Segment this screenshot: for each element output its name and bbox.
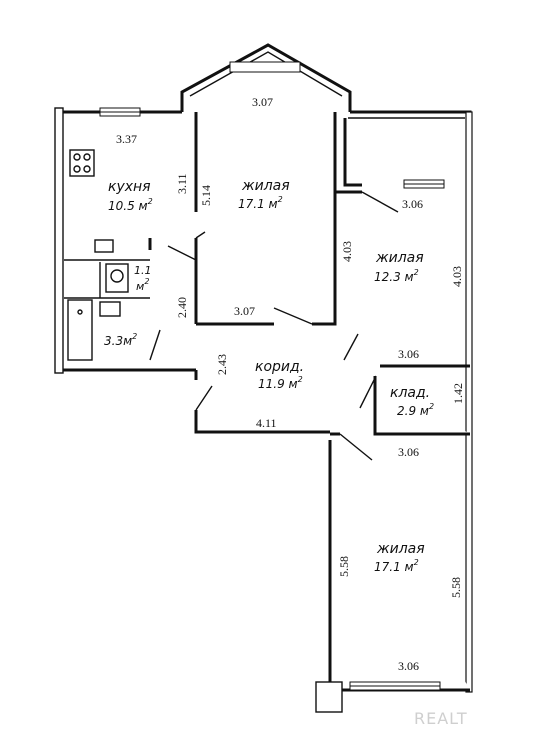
door-entrance [195, 385, 213, 411]
dim-living3-left: 5.58 [337, 556, 351, 577]
column-bottom [315, 681, 343, 713]
toilet-icon [105, 263, 129, 293]
living2-name: жилая [375, 250, 424, 266]
dim-kitchen-width: 3.37 [116, 132, 137, 146]
living3-name: жилая [376, 541, 425, 557]
wall-left-outer [54, 107, 64, 374]
storage-name: клад. [390, 385, 430, 401]
wc-unit: м2 [136, 277, 149, 293]
dim-living3-right: 5.58 [449, 577, 463, 598]
doors [149, 191, 399, 461]
wall-right-outer [465, 111, 473, 693]
door-living1-a [195, 231, 206, 239]
bay-window-inner [189, 51, 343, 97]
room-labels: кухня 10.5 м2 жилая 17.1 м2 жилая 12.3 м… [104, 178, 434, 574]
dim-kitchen-depth: 3.11 [175, 173, 189, 194]
door-storage [359, 375, 377, 409]
corridor-name: корид. [255, 359, 304, 375]
wall-corridor-bottom [194, 410, 330, 434]
kitchen-name: кухня [108, 179, 151, 195]
window-bay [229, 61, 301, 73]
watermark-logo: REALT [414, 709, 468, 728]
door-living3 [339, 433, 373, 461]
balcony [343, 117, 465, 187]
dimension-labels: 3.37 3.11 3.07 5.14 3.07 2.40 3.06 4.03 … [116, 95, 465, 673]
windows [99, 61, 445, 713]
outer-walls [54, 43, 473, 693]
dim-living2-bottom: 3.06 [398, 347, 419, 361]
dim-corridor-side: 2.43 [215, 354, 229, 375]
living1-name: жилая [241, 178, 290, 194]
dim-corridor-bottom: 4.11 [256, 416, 277, 430]
fixtures [67, 149, 129, 361]
dim-storage-side: 1.42 [451, 383, 465, 404]
living3-area: 17.1 м2 [374, 558, 419, 574]
wc-area: 1.1 [134, 264, 152, 277]
door-bath [149, 329, 161, 361]
dim-living1-top: 3.07 [252, 95, 273, 109]
sink-icon [94, 239, 114, 253]
door-living2 [343, 333, 359, 361]
dim-living3-bottom: 3.06 [398, 659, 419, 673]
washbasin-icon [99, 301, 121, 317]
dim-bath-side: 2.40 [175, 297, 189, 318]
door-living2-a [361, 191, 399, 213]
door-kitchen [167, 245, 197, 261]
living2-area: 12.3 м2 [374, 268, 419, 284]
bathtub-icon [67, 299, 93, 361]
interior-walls [64, 112, 470, 436]
storage-area: 2.9 м2 [397, 402, 434, 418]
bath-area: 3.3м2 [104, 332, 137, 348]
dim-living2-top: 3.06 [402, 197, 423, 211]
corridor-area: 11.9 м2 [258, 375, 303, 391]
door-living1 [273, 307, 313, 325]
kitchen-area: 10.5 м2 [108, 197, 153, 213]
balcony-wall [343, 118, 362, 187]
dim-living2-right: 4.03 [450, 266, 464, 287]
wall-bay [180, 43, 352, 112]
dim-living1-side: 5.14 [199, 185, 213, 206]
dim-living2-left: 4.03 [340, 241, 354, 262]
living1-area: 17.1 м2 [238, 195, 283, 211]
stove-icon [69, 149, 95, 177]
dim-storage-bottom: 3.06 [398, 445, 419, 459]
dim-living1-bottom: 3.07 [234, 304, 255, 318]
